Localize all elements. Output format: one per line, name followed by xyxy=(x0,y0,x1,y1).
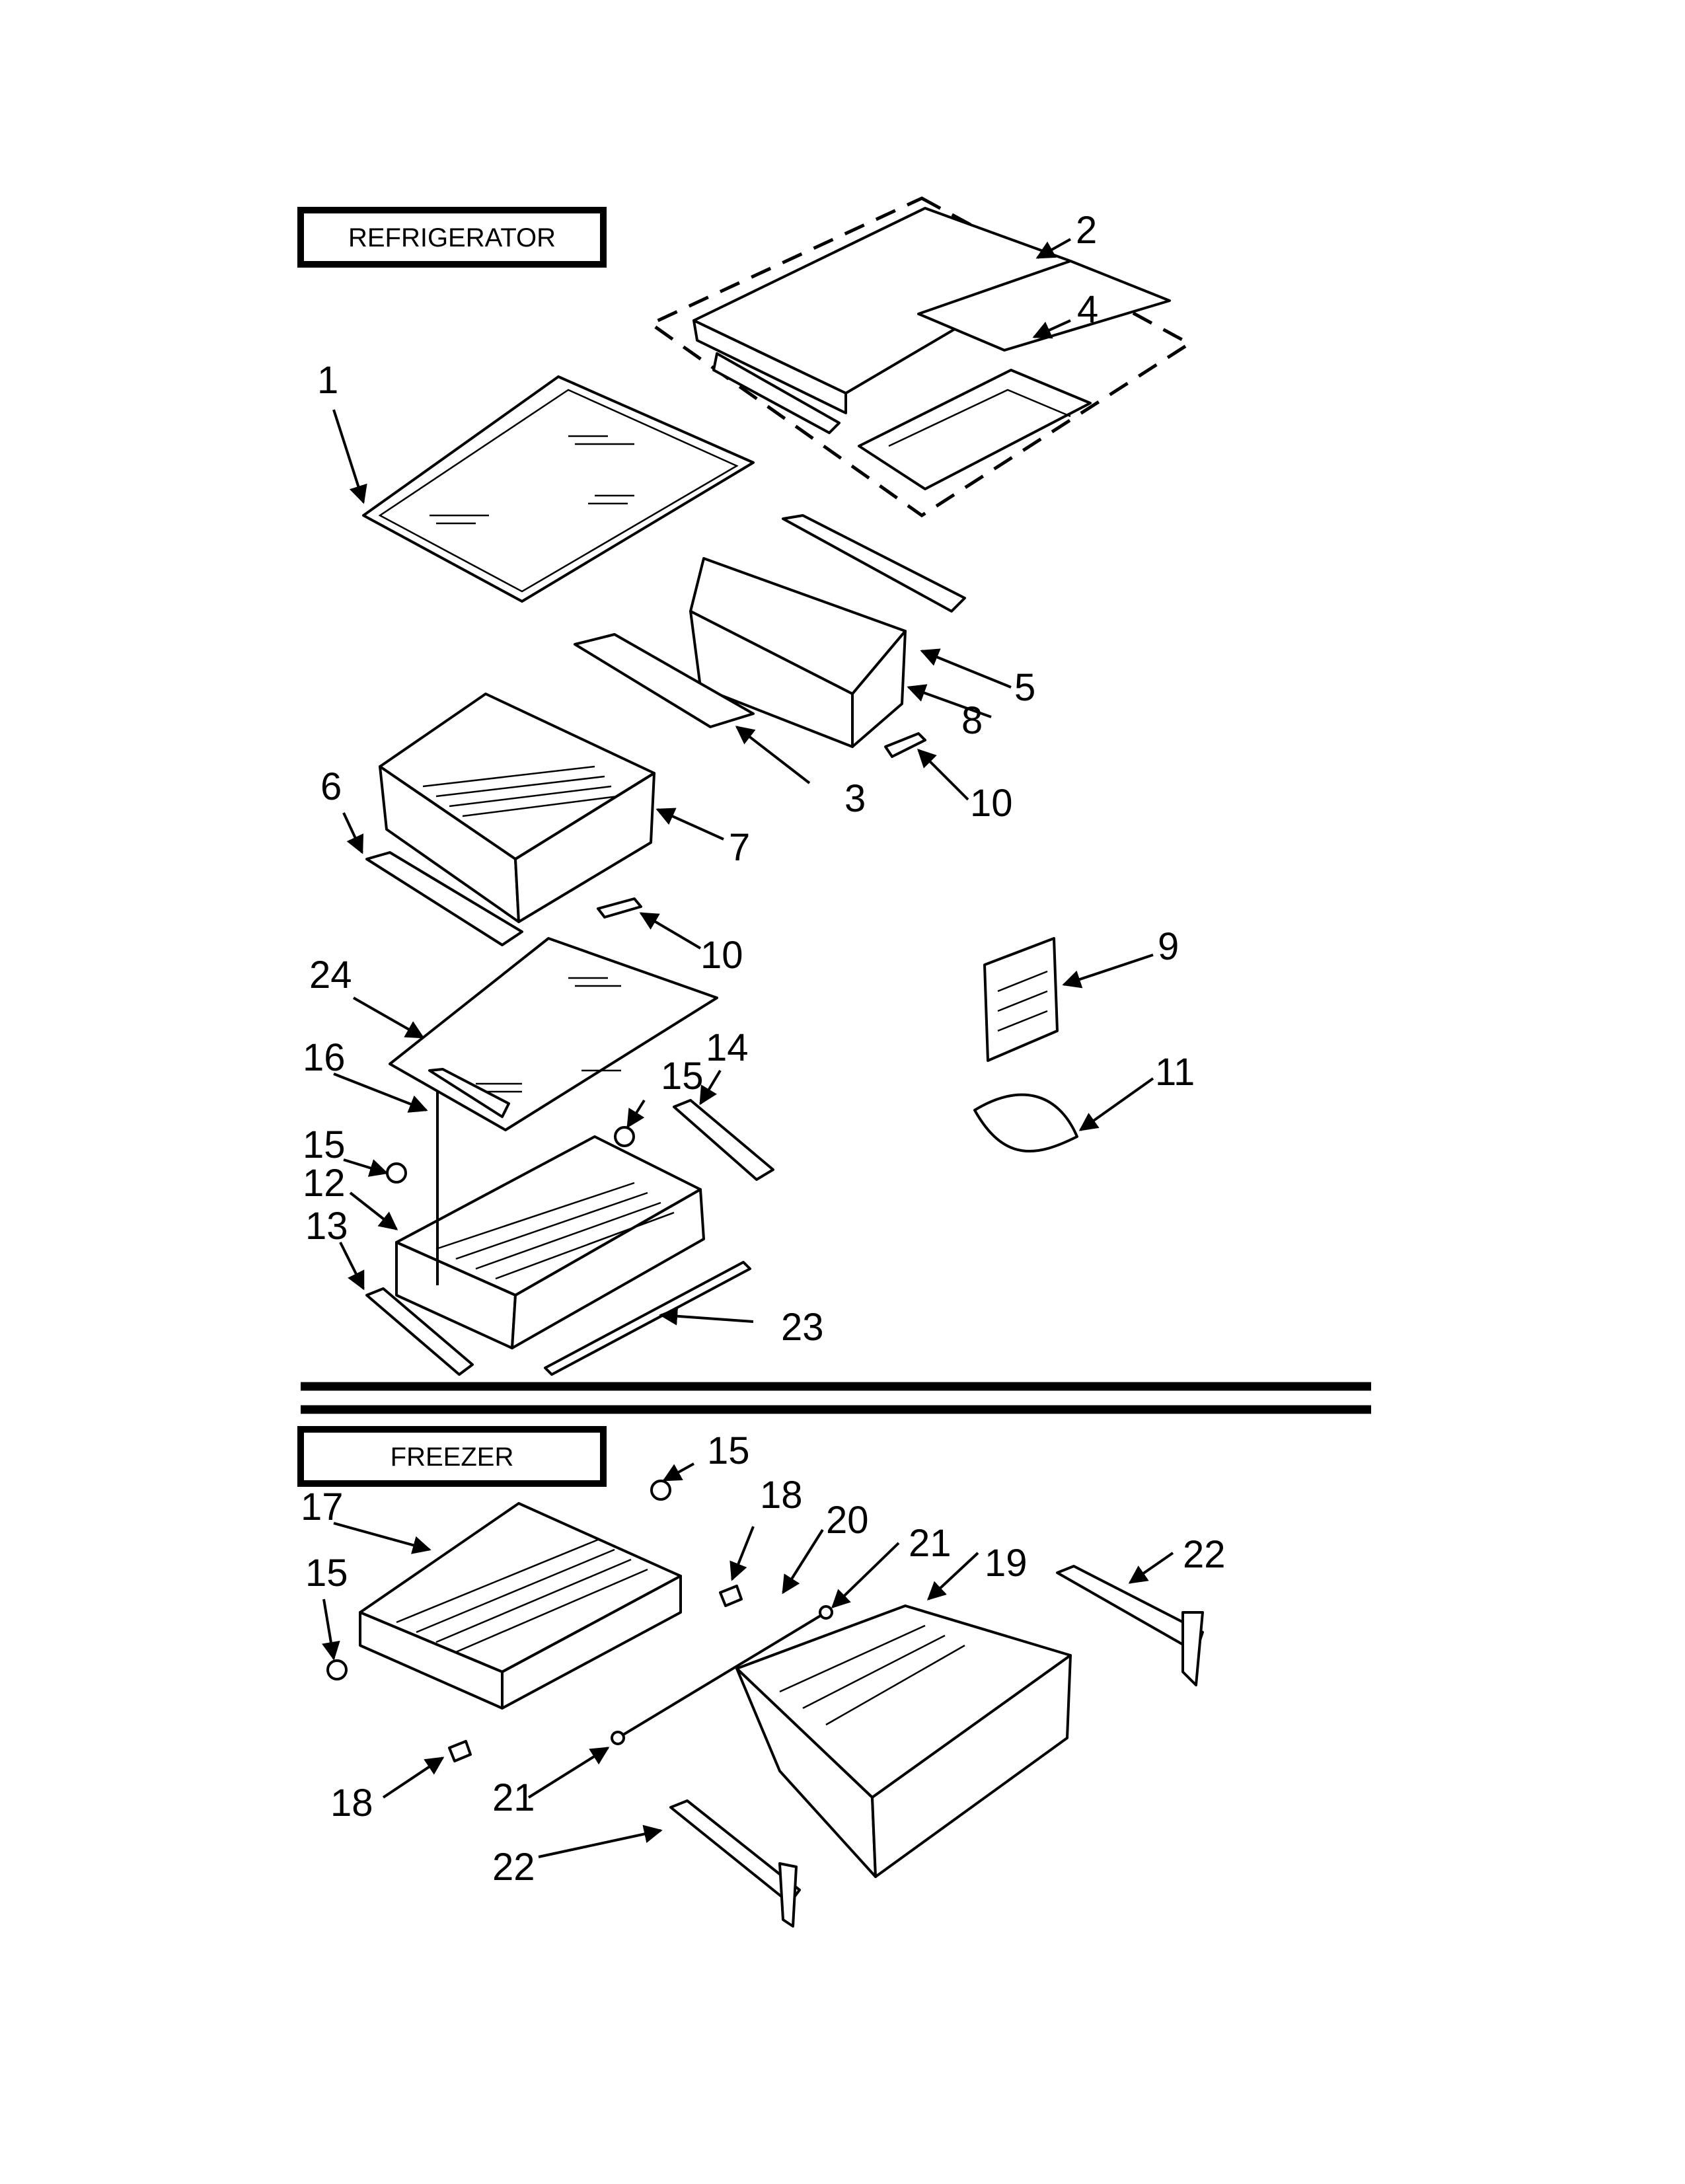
callout-4: 4 xyxy=(1077,288,1098,331)
callout-8: 8 xyxy=(961,699,983,742)
part-6-bracket xyxy=(365,851,523,946)
part-15-freezer-wheel-top xyxy=(650,1480,671,1501)
callout-12: 12 xyxy=(303,1162,346,1205)
callout-22-upper: 22 xyxy=(1183,1533,1226,1576)
callout-18-upper: 18 xyxy=(760,1474,803,1517)
part-22-slide-left xyxy=(669,1799,801,1928)
callout-19: 19 xyxy=(985,1542,1028,1585)
refrigerator-section-box: REFRIGERATOR xyxy=(297,207,607,268)
part-13-slide xyxy=(365,1287,474,1376)
callout-15-freezer-top: 15 xyxy=(707,1429,750,1472)
freezer-section-box: FREEZER xyxy=(297,1426,607,1487)
callout-labels: 1 2 3 4 5 6 7 8 9 10 10 11 12 13 14 15 1… xyxy=(301,209,1226,1889)
callout-15-refrigerator-right: 15 xyxy=(661,1055,704,1098)
callout-21-lower: 21 xyxy=(492,1776,535,1819)
callout-2: 2 xyxy=(1076,209,1097,252)
callout-13: 13 xyxy=(305,1205,348,1248)
part-7-crisper xyxy=(379,693,655,923)
callout-9: 9 xyxy=(1158,925,1179,968)
callout-5: 5 xyxy=(1014,666,1035,709)
part-18-bushing-left xyxy=(448,1740,472,1762)
part-18-bushing-right xyxy=(719,1585,743,1607)
part-9-filter xyxy=(983,937,1059,1062)
part-16-support xyxy=(428,1068,510,1285)
callout-3: 3 xyxy=(844,777,866,820)
part-19-lower-basket xyxy=(735,1604,1072,1878)
part-17-upper-basket xyxy=(359,1502,682,1710)
callout-15-freezer-left: 15 xyxy=(305,1552,348,1595)
part-20-rod xyxy=(617,1611,827,1739)
callout-16: 16 xyxy=(303,1036,346,1079)
part-10-clip-lower xyxy=(597,897,642,919)
part-2-4-assembly xyxy=(648,196,1193,518)
part-15-wheel-left xyxy=(386,1162,407,1184)
part-5-rail xyxy=(782,514,966,613)
callout-11: 11 xyxy=(1155,1051,1195,1094)
part-11-cover xyxy=(973,1093,1078,1152)
callout-6: 6 xyxy=(320,765,342,808)
callout-14: 14 xyxy=(706,1026,749,1069)
callout-10-lower: 10 xyxy=(700,934,743,977)
callout-24: 24 xyxy=(309,954,352,997)
callout-20: 20 xyxy=(826,1499,869,1542)
callout-10-upper: 10 xyxy=(970,782,1013,825)
part-24-glass-shelf xyxy=(389,937,718,1131)
callout-22-lower: 22 xyxy=(492,1846,535,1889)
part-21-end-lower xyxy=(611,1731,625,1745)
section-divider xyxy=(301,1382,1371,1414)
callout-21-upper: 21 xyxy=(909,1522,952,1565)
part-14-slide xyxy=(673,1099,774,1181)
part-pantry-drawer xyxy=(395,1135,705,1349)
part-1-glass-shelf xyxy=(362,375,755,603)
part-3-cover xyxy=(574,633,755,728)
callout-1: 1 xyxy=(317,359,338,402)
part-10-clip-upper xyxy=(884,732,926,758)
callout-17: 17 xyxy=(301,1486,344,1528)
part-8-small-drawer xyxy=(689,557,907,748)
callout-15-refrigerator-left: 15 xyxy=(303,1123,346,1166)
leader-lines xyxy=(322,238,1174,1858)
callout-23: 23 xyxy=(781,1306,824,1349)
callout-7: 7 xyxy=(729,826,750,869)
refrigerator-section-label: REFRIGERATOR xyxy=(348,223,556,252)
freezer-section-label: FREEZER xyxy=(391,1443,514,1472)
part-23-trim xyxy=(544,1261,751,1376)
part-21-end-upper xyxy=(819,1605,833,1620)
callout-18-lower: 18 xyxy=(330,1782,373,1825)
part-22-slide-right xyxy=(1056,1565,1204,1686)
part-15-freezer-wheel-left xyxy=(326,1659,348,1680)
part-15-wheel-right xyxy=(614,1126,635,1147)
